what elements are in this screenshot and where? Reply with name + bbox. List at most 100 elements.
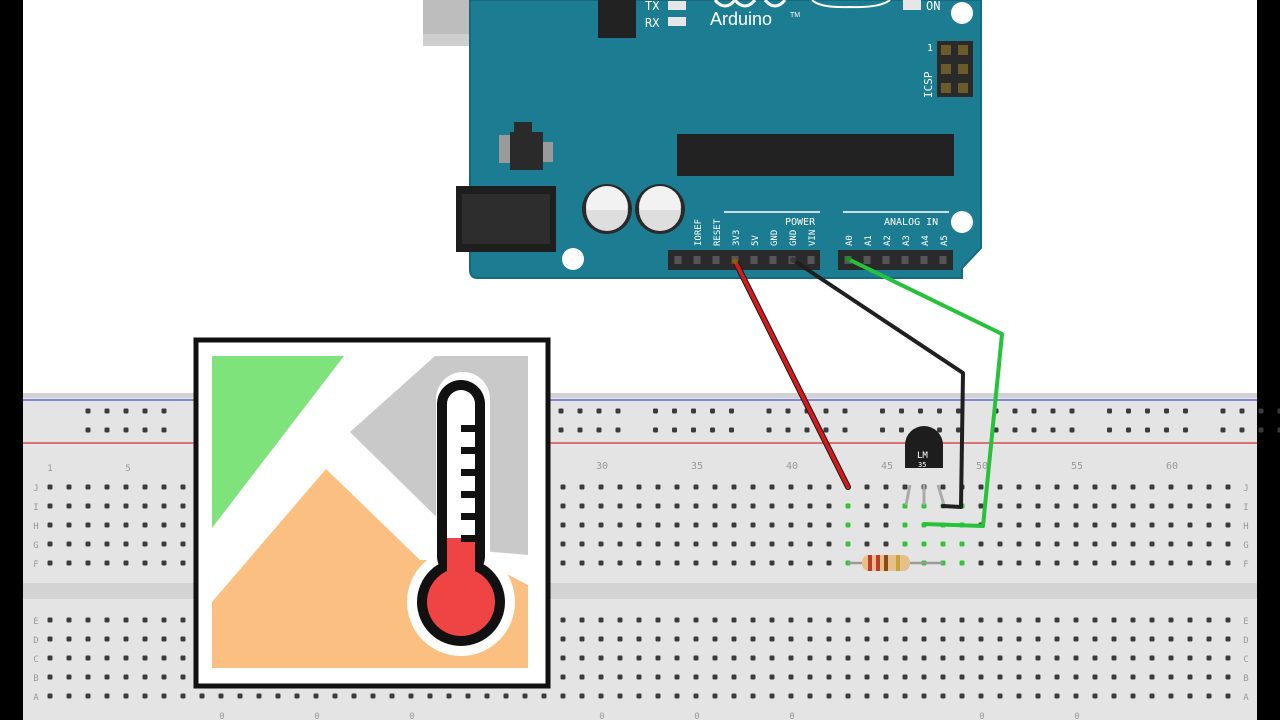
arduino-board: TX RX Arduino TM ON 1 ICSP bbox=[423, 0, 982, 279]
breadboard-hole bbox=[1126, 408, 1131, 414]
breadboard-hole bbox=[142, 617, 148, 623]
breadboard-hole bbox=[617, 636, 623, 642]
column-number: 0 bbox=[979, 712, 984, 720]
breadboard-hole bbox=[161, 560, 167, 566]
breadboard-hole bbox=[731, 541, 737, 547]
header-pin bbox=[674, 256, 682, 264]
breadboard-hole bbox=[180, 541, 186, 547]
resistor bbox=[848, 555, 943, 571]
breadboard-hole bbox=[579, 503, 585, 509]
breadboard-hole bbox=[577, 408, 583, 414]
breadboard-hole bbox=[1239, 427, 1245, 433]
breadboard-hole bbox=[180, 522, 186, 528]
breadboard-hole bbox=[864, 636, 870, 642]
breadboard-hole bbox=[997, 693, 1003, 699]
breadboard-hole bbox=[655, 674, 661, 680]
breadboard-hole bbox=[785, 408, 791, 414]
header-pin bbox=[769, 256, 777, 264]
breadboard-hole bbox=[693, 522, 699, 528]
breadboard-hole bbox=[845, 541, 851, 547]
breadboard-hole bbox=[1149, 522, 1155, 528]
icsp-pin bbox=[941, 64, 951, 74]
breadboard-hole bbox=[104, 408, 110, 414]
thermometer-tick bbox=[461, 513, 477, 520]
column-number: 0 bbox=[1074, 712, 1079, 720]
breadboard-hole bbox=[1111, 617, 1117, 623]
breadboard-hole bbox=[750, 560, 756, 566]
breadboard-hole bbox=[1187, 655, 1193, 661]
breadboard-hole bbox=[1111, 560, 1117, 566]
breadboard-hole bbox=[674, 484, 680, 490]
arduino-logo-icon bbox=[713, 0, 757, 8]
breadboard-hole bbox=[691, 427, 696, 433]
breadboard-hole bbox=[731, 522, 737, 528]
breadboard-hole bbox=[85, 522, 91, 528]
breadboard-hole bbox=[446, 693, 452, 699]
breadboard-hole bbox=[1092, 674, 1098, 680]
breadboard-hole bbox=[1092, 560, 1098, 566]
on-label: ON bbox=[926, 0, 940, 13]
row-letter: D bbox=[1243, 636, 1248, 646]
breadboard-hole bbox=[104, 693, 110, 699]
breadboard-hole bbox=[674, 693, 680, 699]
breadboard-hole bbox=[693, 503, 699, 509]
icon-green-region bbox=[212, 356, 344, 528]
header-pin bbox=[693, 256, 701, 264]
breadboard-hole bbox=[560, 693, 566, 699]
breadboard-hole bbox=[731, 560, 737, 566]
breadboard-hole bbox=[104, 674, 110, 680]
breadboard-hole bbox=[1107, 408, 1112, 414]
breadboard-hole bbox=[1107, 427, 1112, 433]
breadboard-hole bbox=[503, 693, 509, 699]
breadboard-hole bbox=[712, 503, 718, 509]
pin-label-gnd: GND bbox=[770, 230, 780, 246]
breadboard-hole bbox=[788, 693, 794, 699]
breadboard-hole bbox=[1149, 655, 1155, 661]
breadboard-hole bbox=[921, 655, 927, 661]
breadboard-hole bbox=[142, 408, 148, 414]
breadboard-hole bbox=[1149, 541, 1155, 547]
breadboard-hole bbox=[1225, 617, 1231, 623]
column-number: 55 bbox=[1071, 461, 1083, 472]
breadboard-hole bbox=[750, 617, 756, 623]
icon-orange-region bbox=[212, 469, 420, 668]
breadboard-hole bbox=[823, 427, 829, 433]
column-number: 35 bbox=[691, 461, 703, 472]
breadboard-hole bbox=[883, 484, 889, 490]
breadboard-hole bbox=[427, 693, 433, 699]
breadboard-hole bbox=[579, 693, 585, 699]
breadboard-hole bbox=[1225, 655, 1231, 661]
capacitor-shade bbox=[586, 210, 628, 231]
breadboard-hole bbox=[826, 560, 832, 566]
breadboard-hole bbox=[1054, 541, 1060, 547]
breadboard-hole bbox=[807, 560, 813, 566]
breadboard-hole bbox=[1225, 484, 1231, 490]
breadboard-hole bbox=[123, 427, 129, 433]
breadboard-hole bbox=[766, 427, 772, 433]
breadboard-hole bbox=[180, 560, 186, 566]
breadboard-hole bbox=[617, 693, 623, 699]
chip-icon bbox=[598, 0, 636, 38]
breadboard-hole bbox=[1225, 693, 1231, 699]
breadboard-hole bbox=[1035, 541, 1041, 547]
breadboard-hole bbox=[883, 503, 889, 509]
breadboard-hole bbox=[85, 617, 91, 623]
breadboard-hole bbox=[845, 655, 851, 661]
breadboard-hole bbox=[750, 636, 756, 642]
breadboard-hole bbox=[1187, 693, 1193, 699]
pin-label-5v: 5V bbox=[751, 235, 761, 246]
breadboard-hole bbox=[1054, 484, 1060, 490]
breadboard-hole bbox=[956, 427, 961, 433]
breadboard-hole bbox=[750, 503, 756, 509]
breadboard-hole bbox=[655, 655, 661, 661]
mounting-hole bbox=[562, 248, 584, 270]
breadboard-hole bbox=[294, 693, 300, 699]
regulator-tab bbox=[514, 122, 532, 134]
breadboard-hole bbox=[161, 674, 167, 680]
breadboard-hole bbox=[142, 674, 148, 680]
breadboard-hole bbox=[1130, 560, 1136, 566]
breadboard-hole bbox=[66, 503, 72, 509]
breadboard-hole bbox=[636, 636, 642, 642]
breadboard-hole bbox=[674, 617, 680, 623]
breadboard-hole bbox=[161, 408, 167, 414]
